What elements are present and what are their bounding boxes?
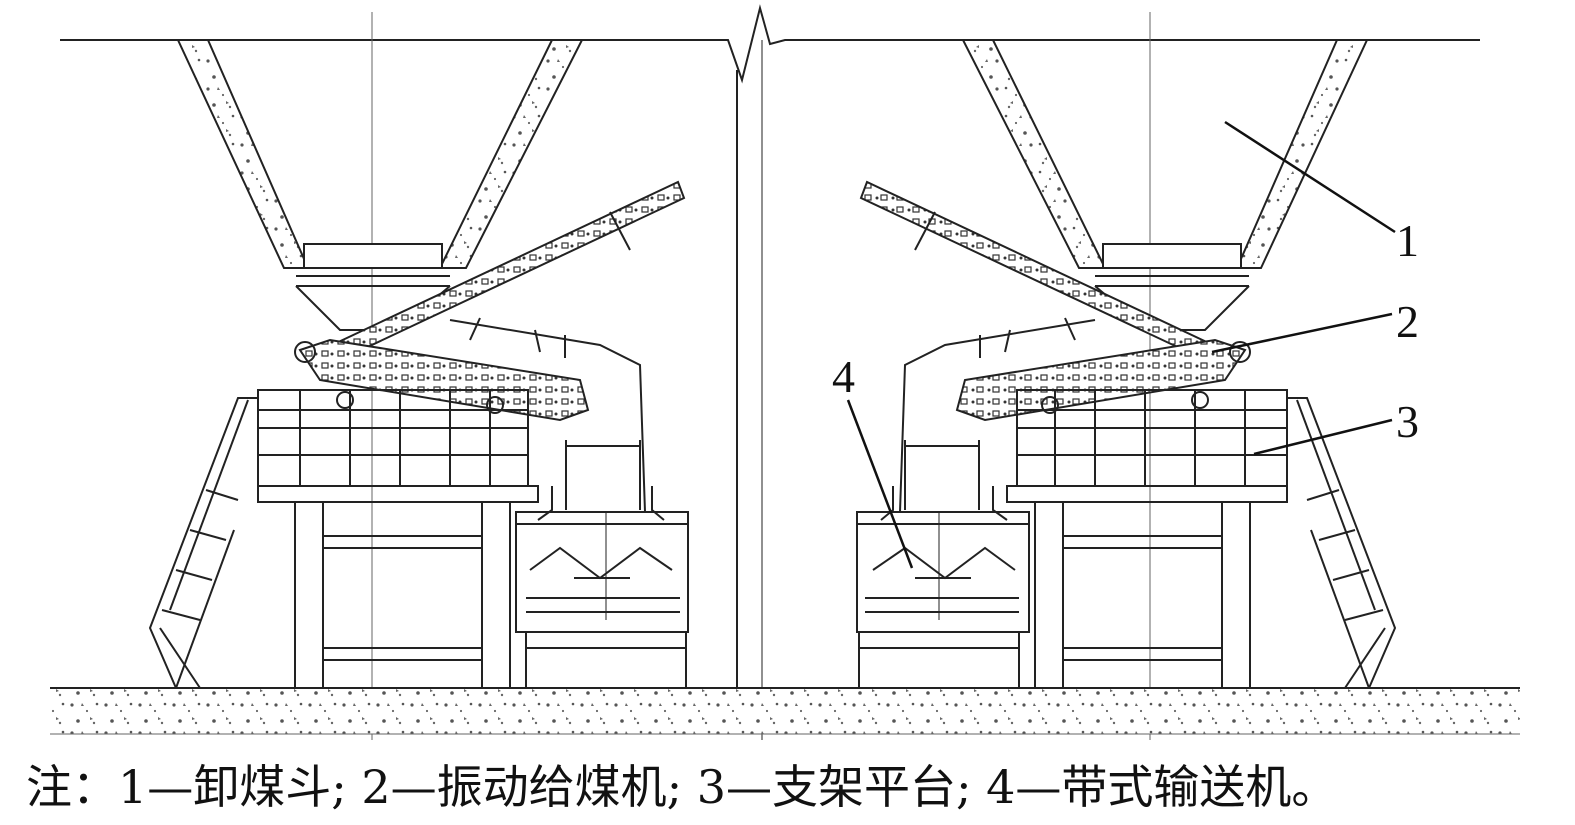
left-unit [148, 39, 689, 689]
callout-3: 3 [1396, 396, 1419, 447]
callout-1: 1 [1396, 215, 1419, 266]
center-divider [736, 40, 763, 740]
coal-unloading-station-drawing: 1 2 3 4 [50, 4, 1520, 740]
ceiling-line [60, 4, 1480, 84]
callout-2: 2 [1396, 296, 1419, 347]
right-unit [856, 39, 1397, 689]
leader-line-4 [846, 399, 914, 569]
leader-line-1 [1224, 120, 1396, 234]
figure-caption: 注：1—卸煤斗; 2—振动给煤机; 3—支架平台; 4—带式输送机。 [26, 760, 1338, 814]
leader-line-2 [1211, 312, 1393, 354]
callout-4: 4 [832, 351, 855, 402]
ground-slab [50, 687, 1520, 735]
left-hopper-wall-right [438, 39, 584, 269]
leader-lines [846, 120, 1396, 569]
leader-line-3 [1253, 418, 1393, 456]
left-hopper-wall-left [176, 39, 310, 269]
